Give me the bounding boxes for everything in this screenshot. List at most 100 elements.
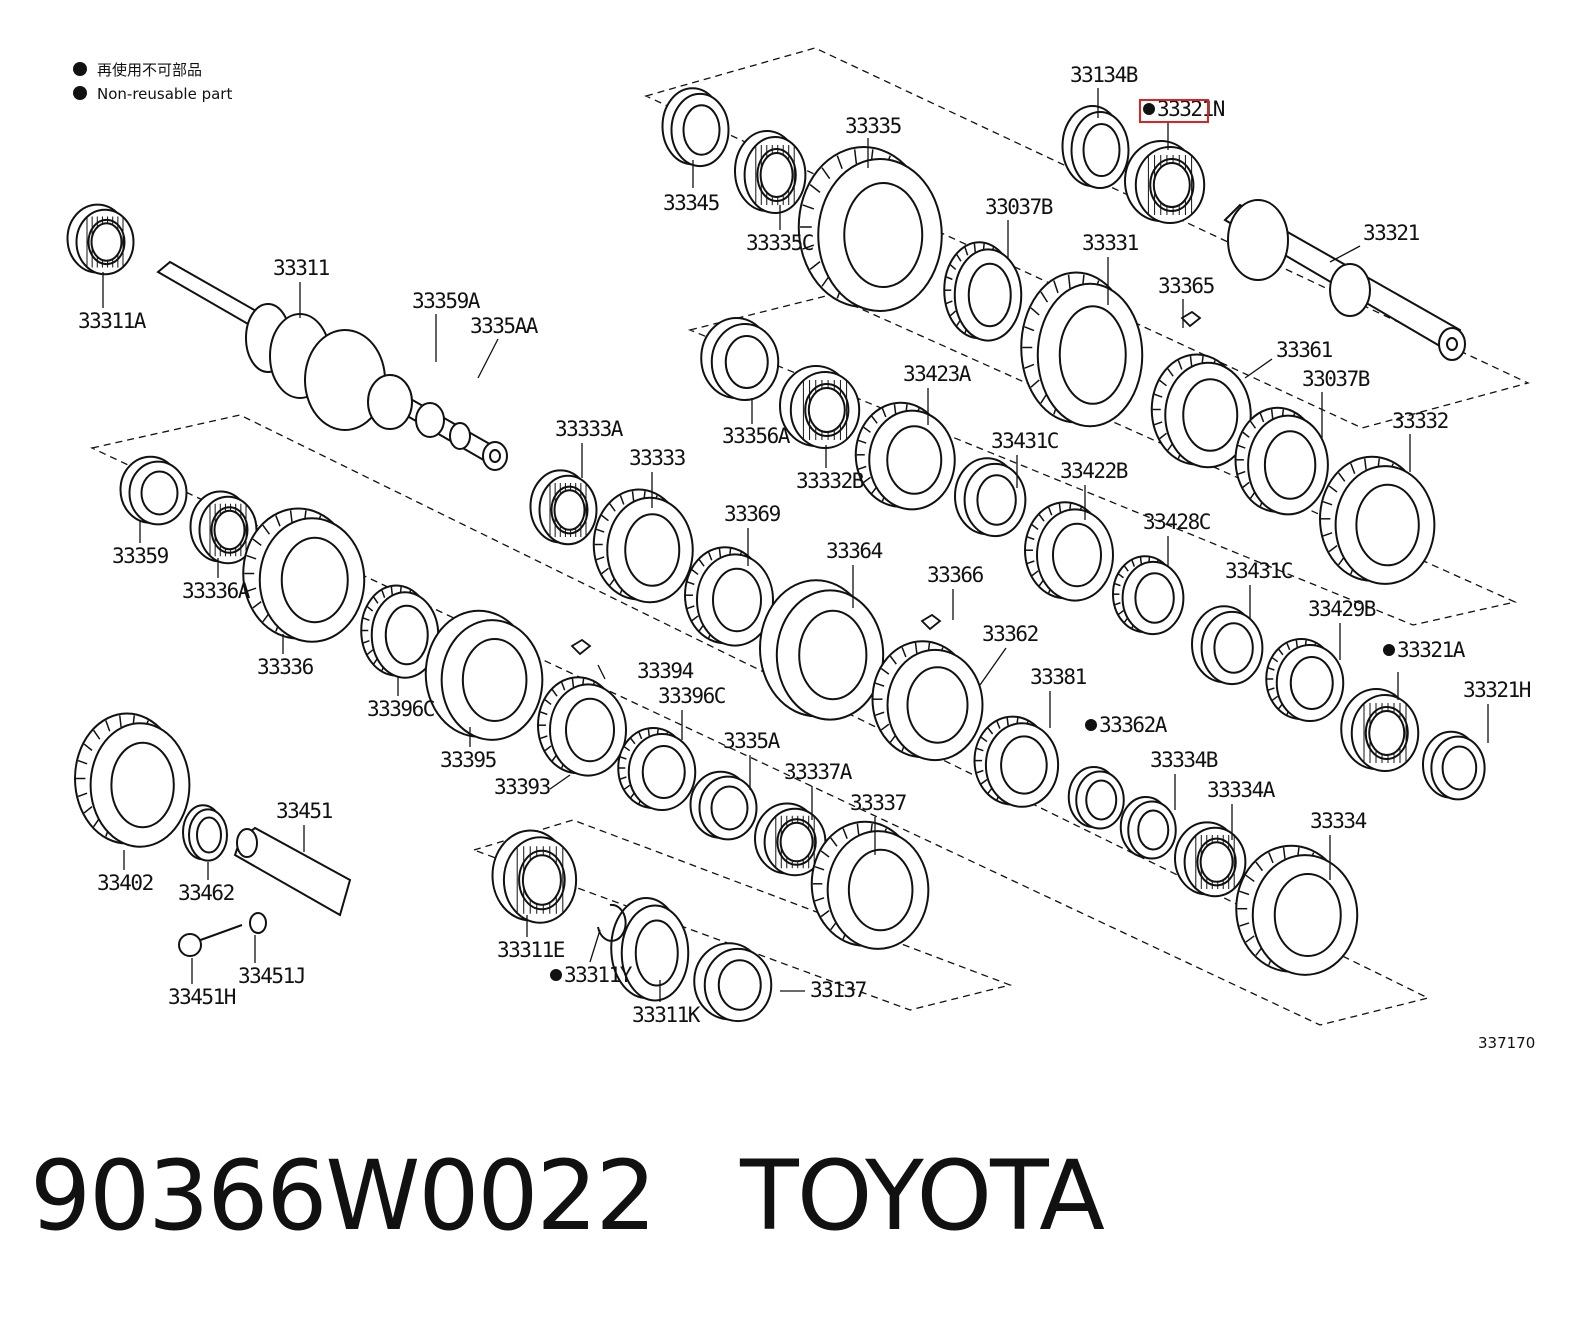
part-label: 33359: [112, 544, 169, 568]
part-label: 33423A: [903, 362, 972, 386]
ring-part: [119, 455, 188, 526]
ring-part: [954, 457, 1027, 538]
part-label: 33402: [97, 871, 153, 895]
ring-part: [700, 317, 780, 401]
part-label: 33311: [273, 256, 330, 280]
part-label: 33311A: [78, 309, 147, 333]
part-label: 33431C: [1225, 559, 1292, 583]
gear-part: [1024, 501, 1114, 602]
highlight-box: [1139, 99, 1209, 123]
part-label: 33362A: [1099, 713, 1168, 737]
ring-part: [424, 609, 544, 741]
gear-part: [1112, 555, 1185, 636]
part-label: 33137: [810, 978, 867, 1002]
part-label: 33396C: [367, 697, 434, 721]
gear-part: [854, 401, 956, 511]
gear-part: [74, 712, 191, 848]
part-label: 33395: [440, 748, 496, 772]
gear-part: [1235, 844, 1359, 976]
part-label: 33335: [845, 114, 901, 138]
ring-part: [610, 897, 690, 1002]
footer-brand: TOYOTA: [740, 1140, 1105, 1252]
leader-line: [549, 774, 571, 790]
gear-part: [1265, 638, 1345, 722]
gear-part: [684, 546, 774, 647]
ring-part: [759, 579, 885, 721]
part-label: 3335AA: [470, 314, 539, 338]
part-label: 33334: [1310, 809, 1367, 833]
non-reusable-marker: [1383, 644, 1395, 656]
shaft-33451: [233, 826, 352, 917]
footer-part-number: 90366W0022: [30, 1140, 657, 1252]
part-label: 33337: [850, 791, 907, 815]
part-label: 33396C: [658, 684, 725, 708]
gear-part: [1319, 455, 1436, 585]
gear-part: [871, 640, 984, 762]
key-part: [1180, 310, 1202, 328]
leader-line: [597, 664, 606, 680]
part-label: 33037B: [985, 195, 1053, 219]
diagram-ref-number: 337170: [1478, 1034, 1535, 1052]
part-label: 33333A: [555, 417, 624, 441]
non-reusable-marker: [550, 969, 562, 981]
leader-line: [1244, 358, 1273, 379]
gear-part: [1150, 353, 1252, 469]
snap-ring-part: [597, 903, 627, 942]
part-labels: 33134B33321N333353334533335C33037B333213…: [78, 63, 1532, 1027]
key-part: [920, 613, 942, 631]
leader-line: [979, 647, 1007, 686]
ring-part: [693, 942, 773, 1023]
part-label: 33335C: [746, 231, 813, 255]
bearing-part: [491, 829, 578, 924]
part-label: 33321: [1363, 221, 1420, 245]
part-label: 33332B: [796, 469, 864, 493]
part-label: 33362: [982, 622, 1038, 646]
non-reusable-marker: [1143, 103, 1155, 115]
part-label: 33332: [1392, 409, 1448, 433]
countershaft-33321: [1223, 199, 1466, 361]
legend-label-jp: 再使用不可部品: [97, 61, 202, 79]
part-label: 33429B: [1308, 597, 1376, 621]
part-label: 33321H: [1463, 678, 1531, 702]
part-label: 33394: [637, 659, 694, 683]
part-label: 33431C: [991, 429, 1058, 453]
part-label: 33451: [276, 799, 333, 823]
part-label: 33311Y: [564, 963, 633, 987]
gear-part: [797, 146, 943, 312]
leader-lines: [102, 88, 1489, 1002]
ring-part: [182, 804, 228, 862]
ring-part: [1067, 766, 1125, 830]
part-label: 33037B: [1302, 367, 1370, 391]
washer-33451j: [249, 912, 267, 934]
gear-part: [1020, 271, 1144, 428]
bearing-part: [1124, 140, 1206, 224]
ring-part: [661, 87, 730, 168]
part-label: 33462: [178, 881, 234, 905]
leader-line: [589, 929, 601, 963]
mainshaft-33311: [156, 260, 508, 471]
group-outline-bottom: [471, 819, 1013, 1011]
bearing-part: [66, 203, 135, 276]
components: [66, 87, 1486, 1023]
part-label: 33321A: [1397, 638, 1466, 662]
gear-part: [242, 507, 366, 643]
gear-part: [537, 676, 627, 777]
gear-part: [810, 820, 930, 950]
non-reusable-marker: [1085, 719, 1097, 731]
legend-dot-jp: [73, 62, 87, 76]
part-label: 33311K: [632, 1003, 701, 1027]
part-label: 33393: [494, 775, 551, 799]
legend-label-en: Non-reusable part: [97, 85, 232, 103]
legend-dot-en: [73, 86, 87, 100]
bolt-33451h: [178, 924, 243, 957]
bearing-part: [734, 130, 807, 214]
part-label: 33359A: [412, 289, 481, 313]
part-label: 33422B: [1060, 459, 1128, 483]
part-label: 33361: [1276, 338, 1333, 362]
ring-part: [1191, 605, 1264, 686]
ring-part: [689, 770, 758, 841]
part-label: 33134B: [1070, 63, 1138, 87]
part-label: 33381: [1030, 665, 1087, 689]
leader-line: [477, 338, 499, 379]
